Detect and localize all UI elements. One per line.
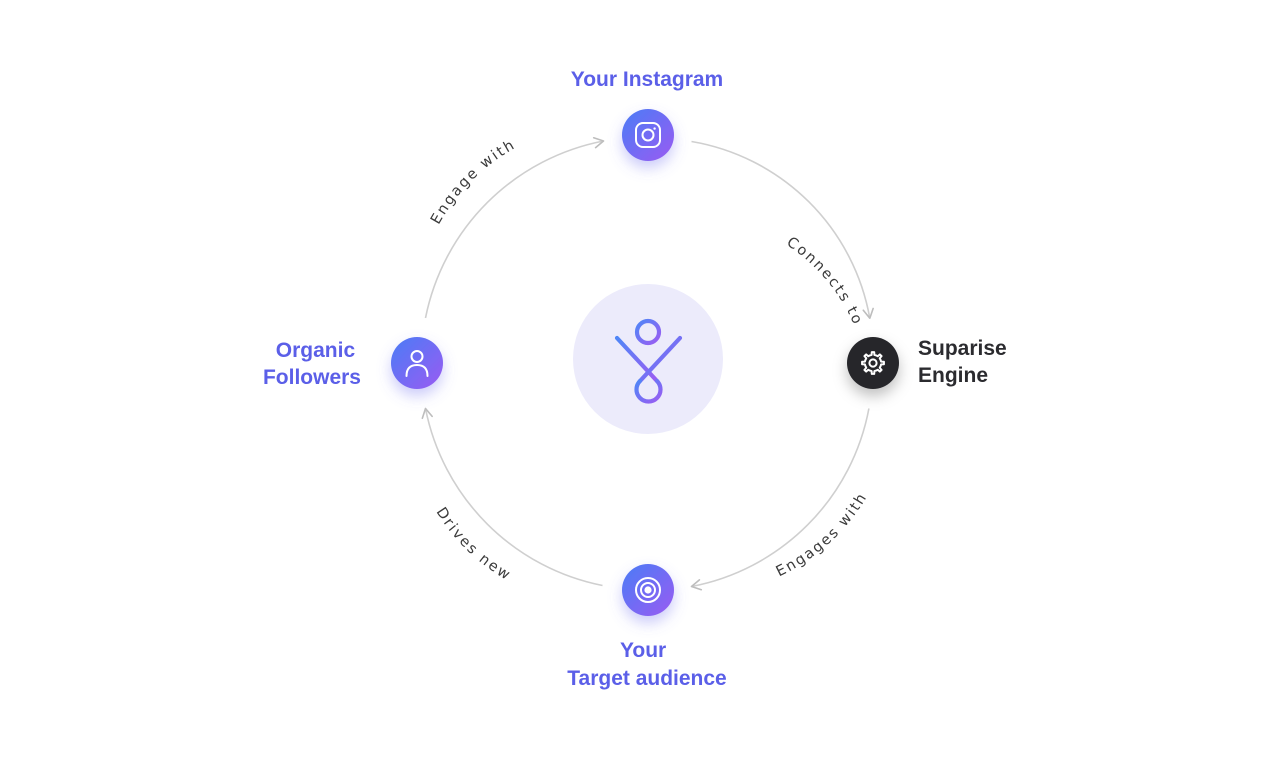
connector-label-drives-new: Drives new <box>433 505 514 584</box>
center-circle <box>573 284 723 434</box>
center-hub <box>573 284 723 434</box>
arc-audience-to-followers <box>421 407 603 587</box>
connector-label-engages-with: Engages with <box>774 489 871 580</box>
instagram-icon <box>635 122 661 148</box>
instagram-label: Your Instagram <box>571 68 723 91</box>
node-audience: Your Target audience <box>567 564 727 690</box>
engine-label: Suparise Engine <box>918 337 1013 387</box>
user-icon <box>405 350 429 377</box>
connector-label-connects-to: Connects to <box>784 234 866 328</box>
engine-node-circle <box>847 337 899 389</box>
followers-label: Organic Followers <box>263 339 361 389</box>
instagram-node-circle <box>622 109 674 161</box>
followers-label-line-1: Organic <box>276 339 356 362</box>
audience-label-line-1: Your <box>620 639 666 662</box>
engine-label-line-2: Engine <box>918 364 988 387</box>
node-followers: Organic Followers <box>263 337 443 389</box>
followers-label-line-2: Followers <box>263 366 361 389</box>
connector-arcs <box>421 137 874 591</box>
arc-followers-to-instagram <box>424 137 605 319</box>
audience-label: Your Target audience <box>567 639 727 690</box>
node-engine: Suparise Engine <box>847 337 1013 389</box>
node-instagram: Your Instagram <box>571 68 723 161</box>
engine-label-line-1: Suparise <box>918 337 1007 360</box>
arc-instagram-to-engine <box>691 140 874 319</box>
gear-icon <box>861 351 885 375</box>
audience-label-line-2: Target audience <box>567 667 727 690</box>
arc-engine-to-audience <box>690 408 870 591</box>
connector-label-engage-with: Engage with <box>428 137 519 228</box>
target-icon <box>635 577 661 603</box>
suparise-logo-icon <box>614 318 683 404</box>
